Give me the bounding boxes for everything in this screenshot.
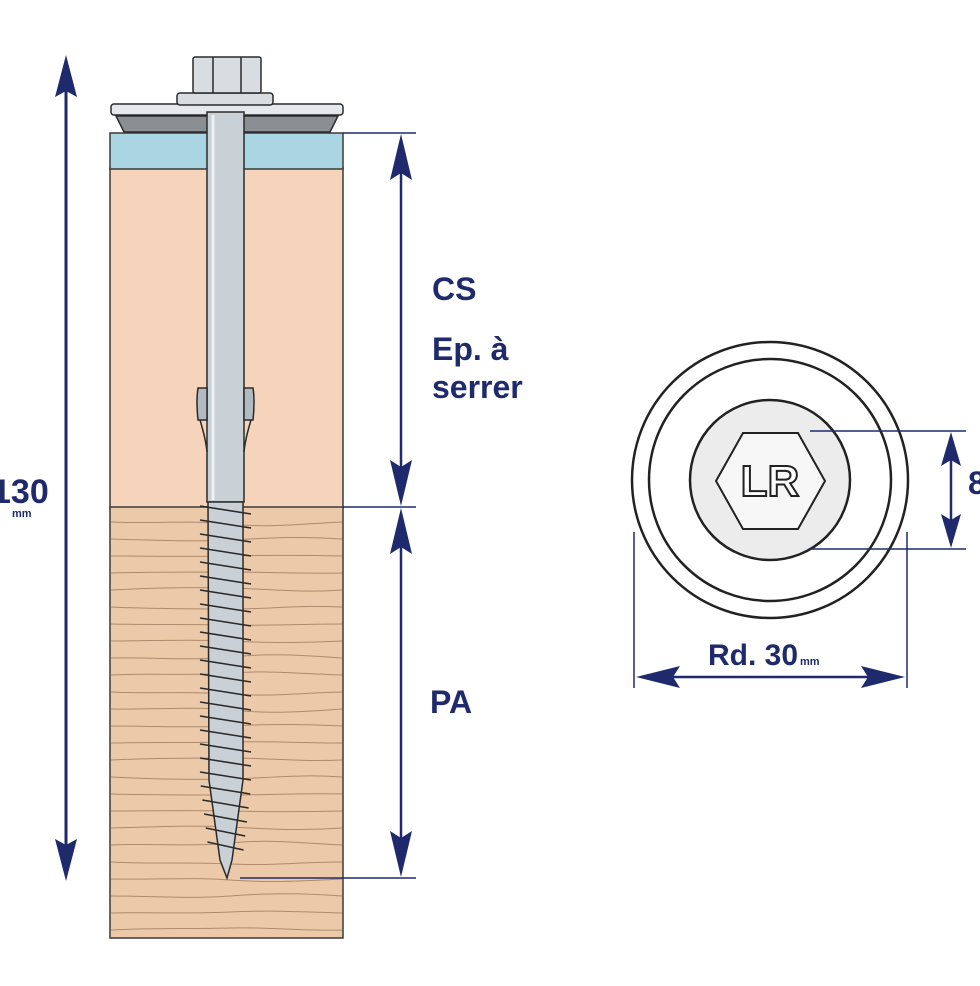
thread-flight xyxy=(199,589,252,599)
thread-flight xyxy=(199,561,252,571)
thread-flight xyxy=(199,687,252,697)
grain-line xyxy=(110,893,343,898)
head-marking: LR xyxy=(741,457,800,506)
cs-note-line1: Ep. à xyxy=(432,331,509,367)
thread-flight xyxy=(199,729,252,739)
cs-label: CS xyxy=(432,271,476,307)
thread-flight xyxy=(199,659,252,669)
total-length-unit: mm xyxy=(12,508,32,520)
thread-flight xyxy=(207,841,244,851)
hex-head-icon xyxy=(714,432,827,530)
cs-pa-dimension: CS Ep. à serrer PA xyxy=(240,132,523,879)
thread-flight xyxy=(200,785,251,795)
thread-flight xyxy=(199,701,252,711)
grain-line xyxy=(110,927,343,931)
thread-flight xyxy=(199,603,252,613)
pa-label: PA xyxy=(430,684,472,720)
screw-side xyxy=(176,56,274,881)
thread-flight xyxy=(199,743,252,753)
thread-flight xyxy=(205,827,246,837)
thread-flight xyxy=(199,505,252,515)
thread-flight xyxy=(199,575,252,585)
grain-line xyxy=(110,878,343,883)
total-length-dimension: 130 mm xyxy=(0,55,77,881)
section-view xyxy=(109,56,344,939)
thread-flight xyxy=(199,519,252,529)
thread-flight xyxy=(203,813,248,823)
thread-flight xyxy=(199,645,252,655)
thread-flight xyxy=(199,771,252,781)
thread-flight xyxy=(199,547,252,557)
thread-flight xyxy=(199,715,252,725)
thread-flight xyxy=(199,617,252,627)
grain-line xyxy=(110,910,343,914)
thread-flight xyxy=(202,799,249,809)
total-length-value: 130 xyxy=(0,473,49,511)
head-size-value: 8 xyxy=(968,465,980,501)
thread-flight xyxy=(199,533,252,543)
cs-note-line2: serrer xyxy=(432,369,523,405)
thread-flight xyxy=(199,673,252,683)
thread-flight xyxy=(199,757,252,767)
thread-flight xyxy=(199,631,252,641)
